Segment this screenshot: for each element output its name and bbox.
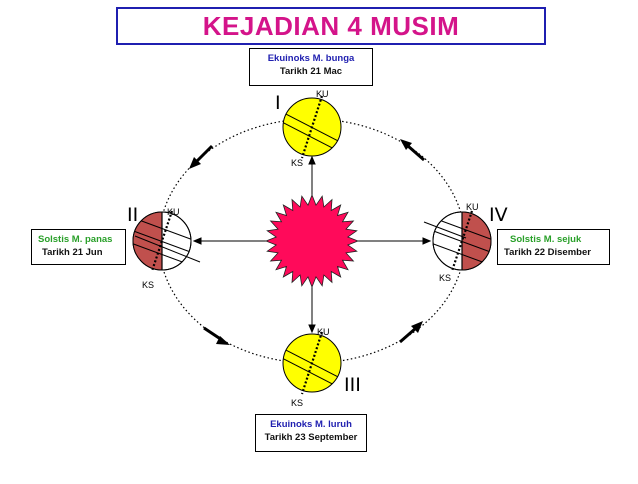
label-box-summer-solstice: Solstis M. panas Tarikh 21 Jun [31, 229, 126, 265]
roman-numeral-ii: II [127, 204, 139, 226]
title-box: KEJADIAN 4 MUSIM [116, 7, 546, 45]
season-date-label: Tarikh 23 September [264, 432, 358, 443]
roman-numeral-iv: IV [489, 204, 508, 226]
north-pole-label-i: KU [316, 89, 329, 99]
season-event-label: Solstis M. sejuk [510, 234, 582, 245]
north-pole-label-iii: KU [317, 327, 330, 337]
earth-position-iv [423, 210, 492, 272]
south-pole-label-iii: KS [291, 398, 304, 408]
south-pole-label-i: KS [291, 158, 304, 168]
season-date-label: Tarikh 21 Mac [279, 66, 343, 77]
earth-position-ii [132, 210, 201, 272]
north-pole-label-ii: KU [167, 207, 180, 217]
label-box-winter-solstice: Solstis M. sejuk Tarikh 22 Disember [497, 229, 610, 265]
earth-position-iii [282, 331, 342, 395]
south-pole-label-ii: KS [142, 280, 155, 290]
earth-position-i [282, 95, 342, 159]
season-event-label: Ekuinoks M. luruh [270, 419, 352, 430]
orbit-direction-arrows [189, 139, 425, 345]
label-box-autumn-equinox: Ekuinoks M. luruh Tarikh 23 September [255, 414, 367, 452]
sun-rays-arrows [192, 155, 432, 334]
north-pole-label-iv: KU [466, 202, 479, 212]
south-pole-label-iv: KS [439, 273, 452, 283]
season-date-label: Tarikh 21 Jun [42, 247, 103, 258]
roman-numeral-i: I [275, 92, 281, 114]
roman-numeral-iii: III [344, 374, 361, 396]
season-date-label: Tarikh 22 Disember [504, 247, 591, 258]
page-title: KEJADIAN 4 MUSIM [202, 10, 460, 41]
season-event-label: Solstis M. panas [38, 234, 113, 245]
label-box-spring-equinox: Ekuinoks M. bunga Tarikh 21 Mac [249, 48, 373, 86]
season-event-label: Ekuinoks M. bunga [267, 53, 355, 64]
sun [264, 193, 360, 289]
